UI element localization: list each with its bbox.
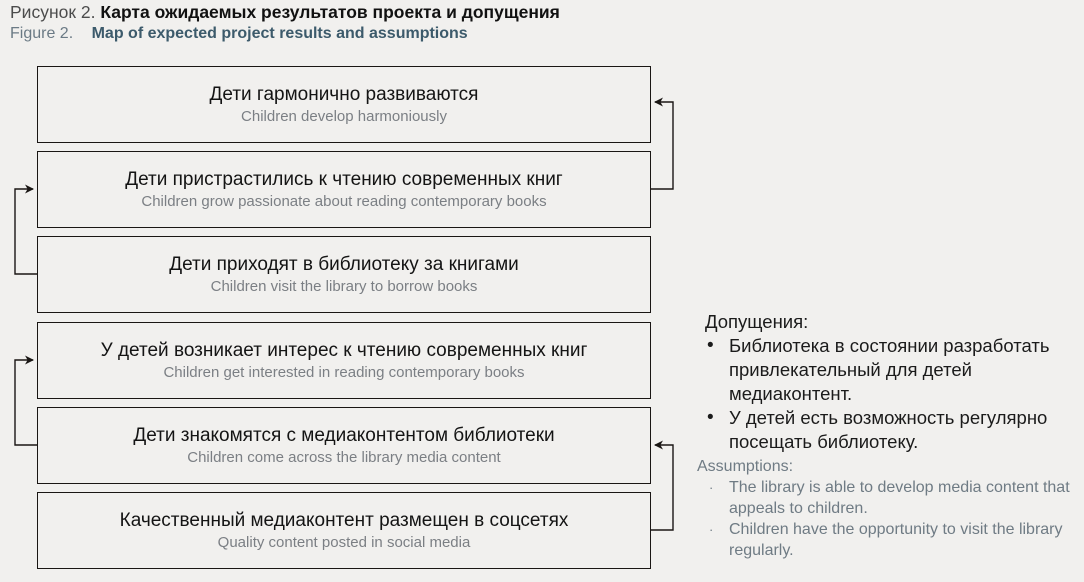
arrow-node5-to-node4 xyxy=(14,355,37,446)
assumption-item-en-text: The library is able to develop media con… xyxy=(729,479,1070,517)
result-box-children-interested-reading: У детей возникает интерес к чтению совре… xyxy=(37,322,651,399)
caption-line-russian: Рисунок 2. Карта ожидаемых результатов п… xyxy=(10,2,710,23)
result-box-text-ru: Дети гармонично развиваются xyxy=(209,83,479,105)
bullet-icon: · xyxy=(709,522,714,537)
assumption-item-ru-text: Библиотека в состоянии разработать привл… xyxy=(729,335,1050,404)
assumption-item-en-text: Children have the opportunity to visit t… xyxy=(729,521,1063,559)
caption-number-ru: Рисунок 2. xyxy=(10,2,96,22)
result-box-text-en: Children get interested in reading conte… xyxy=(163,363,525,381)
result-box-text-en: Children develop harmoniously xyxy=(241,107,447,125)
bullet-icon: • xyxy=(707,335,714,356)
assumption-item-ru-text: У детей есть возможность регулярно посещ… xyxy=(729,407,1048,452)
assumption-item-en: · Children have the opportunity to visit… xyxy=(697,519,1084,561)
arrow-node6-to-node5 xyxy=(651,440,674,531)
result-box-text-en: Children come across the library media c… xyxy=(187,448,501,466)
result-box-text-ru: Дети пристрастились к чтению современных… xyxy=(125,168,563,190)
result-box-quality-content-social-media: Качественный медиаконтент размещен в соц… xyxy=(37,492,651,569)
assumptions-list-ru: • Библиотека в состоянии разработать при… xyxy=(697,334,1084,454)
bullet-icon: · xyxy=(709,480,714,495)
result-box-text-ru: Дети приходят в библиотеку за книгами xyxy=(169,253,519,275)
assumptions-heading-ru: Допущения: xyxy=(705,311,809,332)
caption-title-en: Map of expected project results and assu… xyxy=(91,25,468,42)
result-box-children-visit-library: Дети приходят в библиотеку за книгами Ch… xyxy=(37,236,651,313)
figure-caption: Рисунок 2. Карта ожидаемых результатов п… xyxy=(10,2,710,44)
assumptions-panel: Допущения: • Библиотека в состоянии разр… xyxy=(697,310,1084,561)
bullet-icon: • xyxy=(707,407,714,428)
result-box-children-media-content: Дети знакомятся с медиаконтентом библиот… xyxy=(37,407,651,484)
caption-number-en: Figure 2. xyxy=(10,25,74,42)
assumptions-list-en: · The library is able to develop media c… xyxy=(697,477,1084,561)
assumption-item-ru: • Библиотека в состоянии разработать при… xyxy=(697,334,1084,406)
result-box-text-ru: У детей возникает интерес к чтению совре… xyxy=(100,339,588,361)
result-box-children-develop-harmoniously: Дети гармонично развиваются Children dev… xyxy=(37,66,651,143)
result-box-children-passionate-reading: Дети пристрастились к чтению современных… xyxy=(37,151,651,228)
result-box-text-ru: Качественный медиаконтент размещен в соц… xyxy=(119,509,569,531)
result-box-text-ru: Дети знакомятся с медиаконтентом библиот… xyxy=(133,424,555,446)
assumption-item-ru: • У детей есть возможность регулярно пос… xyxy=(697,406,1084,454)
caption-line-english: Figure 2. Map of expected project result… xyxy=(10,23,710,44)
caption-title-ru: Карта ожидаемых результатов проекта и до… xyxy=(100,2,560,22)
results-map-diagram: Дети гармонично развиваются Children dev… xyxy=(0,55,700,582)
result-box-text-en: Children visit the library to borrow boo… xyxy=(210,277,478,295)
result-box-text-en: Children grow passionate about reading c… xyxy=(141,192,547,210)
assumptions-heading-en: Assumptions: xyxy=(697,458,794,475)
arrow-node2-to-node1 xyxy=(651,97,674,190)
arrow-node3-to-node2 xyxy=(14,184,37,275)
result-box-text-en: Quality content posted in social media xyxy=(217,533,471,551)
assumption-item-en: · The library is able to develop media c… xyxy=(697,477,1084,519)
